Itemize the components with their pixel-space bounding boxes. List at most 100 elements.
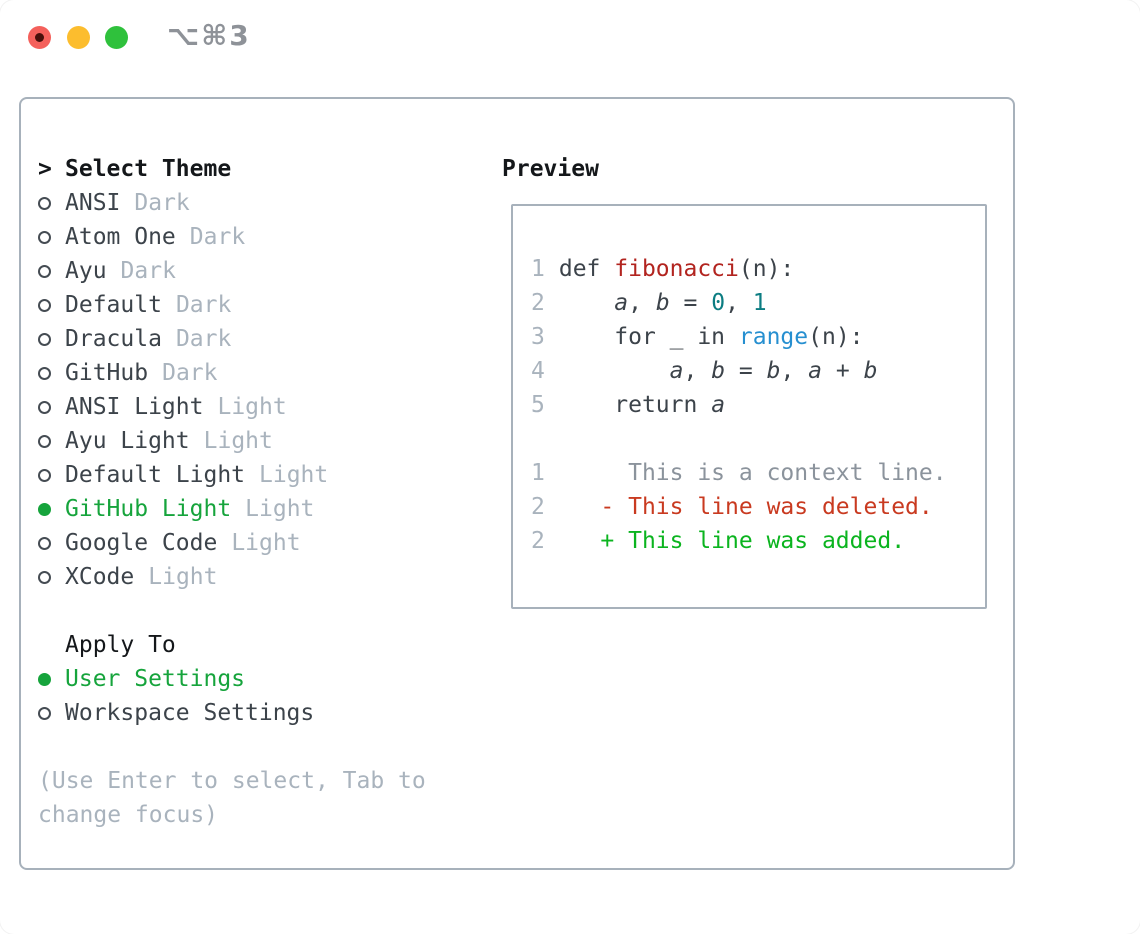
code-line: 3 for _ in range(n): <box>531 320 985 354</box>
code-line: 4 a, b = b, a + b <box>531 354 985 388</box>
minimize-button[interactable] <box>67 26 90 49</box>
code-variable: a <box>808 358 823 384</box>
line-number: 2 <box>531 494 545 520</box>
select-theme-title: Select Theme <box>65 156 232 182</box>
code-text: (n): <box>808 324 864 350</box>
diff-added-line: 2 + This line was added. <box>531 524 985 558</box>
theme-name: Atom One <box>65 224 176 250</box>
theme-tag: Light <box>245 496 315 522</box>
code-keyword: def <box>558 256 615 282</box>
code-function-name: fibonacci <box>614 256 739 282</box>
theme-option-ansi-light[interactable]: ANSI Light Light <box>38 390 426 424</box>
theme-tag: Dark <box>175 326 232 352</box>
theme-list: > Select Theme ANSI Dark Atom One Dark A… <box>38 152 426 832</box>
theme-tag: Light <box>148 564 218 590</box>
line-number: 4 <box>531 358 545 384</box>
radio-icon <box>38 434 51 448</box>
line-number: 3 <box>531 324 545 350</box>
diff-context-line: 1 This is a context line. <box>531 456 985 490</box>
window-title: ⌥⌘3 <box>167 19 251 52</box>
code-variable: a <box>711 392 726 418</box>
radio-icon <box>38 298 51 312</box>
code-variable: b <box>711 358 726 384</box>
code-text: = <box>725 358 767 384</box>
theme-tag: Light <box>259 462 329 488</box>
code-number: 1 <box>752 290 767 316</box>
code-variable: a <box>669 358 684 384</box>
theme-option-atom-one-dark[interactable]: Atom One Dark <box>38 220 426 254</box>
theme-option-default-light[interactable]: Default Light Light <box>38 458 426 492</box>
code-number: 0 <box>711 290 726 316</box>
line-number: 1 <box>531 460 545 486</box>
code-variable: b <box>655 290 670 316</box>
code-text: , <box>725 290 753 316</box>
theme-name: Dracula <box>65 326 162 352</box>
apply-option-workspace-settings[interactable]: Workspace Settings <box>38 696 426 730</box>
code-builtin: range <box>738 324 809 350</box>
theme-option-ayu-dark[interactable]: Ayu Dark <box>38 254 426 288</box>
theme-option-github-dark[interactable]: GitHub Dark <box>38 356 426 390</box>
theme-name: Ayu Light <box>65 428 190 454</box>
theme-name: XCode <box>65 564 135 590</box>
code-variable: a <box>614 290 629 316</box>
radio-icon <box>38 468 51 482</box>
line-number: 1 <box>531 256 545 282</box>
radio-icon <box>38 570 51 584</box>
line-number: 5 <box>531 392 545 418</box>
code-variable: b <box>766 358 781 384</box>
apply-option-user-settings[interactable]: User Settings <box>38 662 426 696</box>
theme-name: GitHub <box>65 360 149 386</box>
code-line: 2 a, b = 0, 1 <box>531 286 985 320</box>
theme-tag: Dark <box>189 224 246 250</box>
close-button[interactable] <box>28 26 51 49</box>
theme-tag: Dark <box>120 258 176 284</box>
radio-icon <box>38 706 51 720</box>
spacer <box>38 594 426 628</box>
theme-name: Default Light <box>65 462 246 488</box>
radio-icon <box>38 332 51 346</box>
code-text: , <box>683 358 712 384</box>
theme-option-xcode-light[interactable]: XCode Light <box>38 560 426 594</box>
code-line: 5 return a <box>531 388 985 422</box>
theme-option-google-code-light[interactable]: Google Code Light <box>38 526 426 560</box>
radio-icon <box>38 196 51 210</box>
radio-icon <box>38 536 51 550</box>
code-text: return <box>558 392 712 418</box>
theme-option-ansi-dark[interactable]: ANSI Dark <box>38 186 426 220</box>
apply-option-label: User Settings <box>65 666 246 692</box>
preview-title: Preview <box>502 156 599 182</box>
radio-icon <box>38 264 51 278</box>
theme-tag: Dark <box>162 360 218 386</box>
diff-deleted-line: 2 - This line was deleted. <box>531 490 985 524</box>
code-text: + <box>822 358 864 384</box>
code-text: , <box>780 358 809 384</box>
titlebar: ⌥⌘3 <box>0 0 1140 76</box>
theme-option-default-dark[interactable]: Default Dark <box>38 288 426 322</box>
code-text: = <box>669 290 712 316</box>
apply-to-title: Apply To <box>65 632 176 658</box>
theme-name: ANSI <box>65 190 121 216</box>
code-text: (n): <box>738 256 795 282</box>
zoom-button[interactable] <box>105 26 128 49</box>
theme-tag: Light <box>231 530 301 556</box>
theme-name: Default <box>65 292 162 318</box>
theme-tag: Dark <box>134 190 190 216</box>
code-line: 1 def fibonacci(n): <box>531 252 985 286</box>
theme-name: Google Code <box>65 530 218 556</box>
radio-icon <box>38 400 51 414</box>
theme-option-dracula-dark[interactable]: Dracula Dark <box>38 322 426 356</box>
apply-to-header: Apply To <box>38 628 426 662</box>
apply-option-label: Workspace Settings <box>65 700 315 726</box>
select-theme-header: > Select Theme <box>38 152 426 186</box>
theme-option-github-light[interactable]: GitHub Light Light <box>38 492 426 526</box>
theme-name: GitHub Light <box>65 496 232 522</box>
line-number: 2 <box>531 528 545 554</box>
radio-selected-icon <box>38 502 51 516</box>
code-text: , <box>628 290 656 316</box>
spacer <box>38 730 426 764</box>
diff-added-text: + This line was added. <box>558 528 906 554</box>
theme-option-ayu-light[interactable]: Ayu Light Light <box>38 424 426 458</box>
radio-icon <box>38 230 51 244</box>
